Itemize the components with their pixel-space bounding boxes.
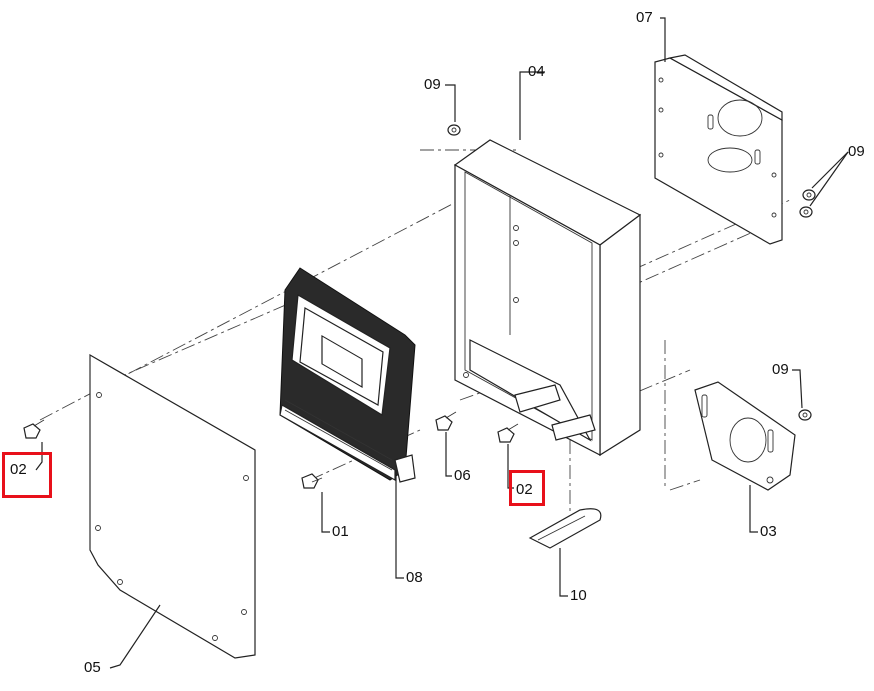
cover-plate-05: [89, 353, 256, 659]
callout-08: 08: [406, 569, 423, 586]
callout-09-top: 09: [424, 76, 441, 93]
highlight-box-02-left: [2, 452, 52, 498]
callout-04: 04: [528, 63, 545, 80]
callout-02-left: 02: [10, 461, 27, 478]
mount-bracket-03: [694, 381, 796, 491]
callout-06: 06: [454, 467, 471, 484]
highlight-box-02-center: [509, 470, 545, 506]
callout-09-mid: 09: [772, 361, 789, 378]
screw-06: [435, 411, 457, 431]
leader-lines: [35, 17, 849, 669]
controller-08: [279, 267, 416, 483]
screw-01: [301, 473, 323, 489]
nut-09-right: [799, 189, 816, 218]
housing-box-04: [453, 139, 642, 457]
screw-02-left: [23, 419, 45, 439]
callout-10: 10: [570, 587, 587, 604]
nut-09-mid: [798, 409, 812, 421]
callout-07: 07: [636, 9, 653, 26]
screw-02-center: [497, 423, 519, 443]
callout-09-right: 09: [848, 143, 865, 160]
callout-01: 01: [332, 523, 349, 540]
callout-03: 03: [760, 523, 777, 540]
u-clip-10: [528, 508, 602, 549]
callout-05: 05: [84, 659, 101, 676]
callout-02-center: 02: [516, 481, 533, 498]
nut-09-top: [447, 124, 461, 136]
bracket-07: [654, 54, 783, 245]
